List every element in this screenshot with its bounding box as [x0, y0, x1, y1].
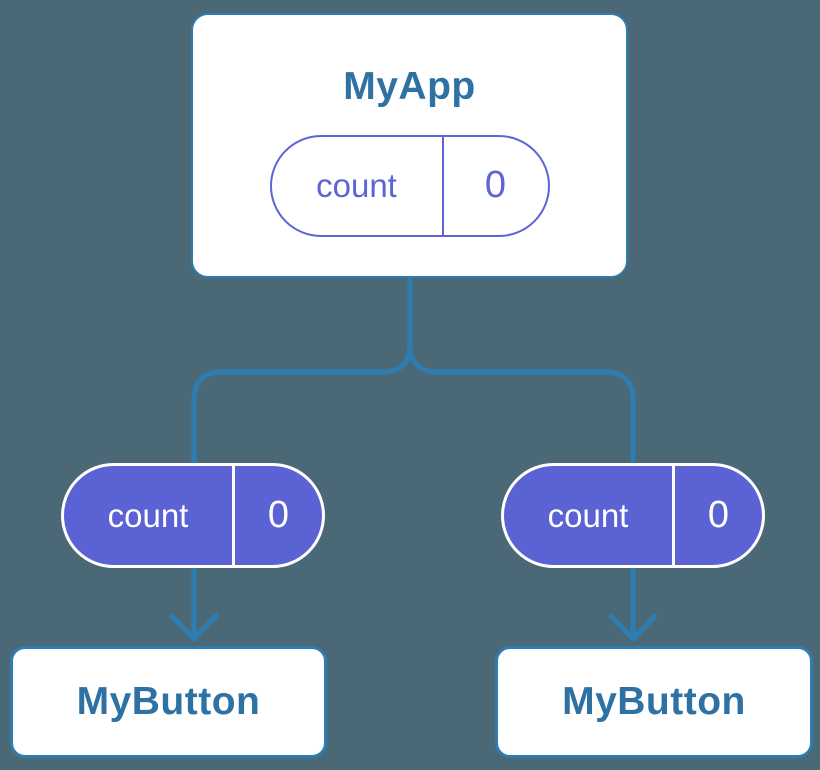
prop-pill-left-value: 0 [232, 466, 322, 565]
node-mybutton-right: MyButton [495, 646, 813, 758]
arrowhead-right-icon [608, 613, 658, 642]
state-pill-name: count [316, 166, 397, 204]
state-pill-myapp: count 0 [269, 134, 550, 237]
node-mybutton-left-title: MyButton [76, 680, 261, 723]
prop-pill-left-name: count [107, 496, 189, 534]
node-myapp-title: MyApp [343, 64, 476, 108]
arrowhead-left-icon [169, 613, 219, 642]
state-pill-value: 0 [441, 136, 548, 235]
node-myapp: MyApp count 0 [191, 13, 628, 278]
node-mybutton-right-title: MyButton [562, 680, 746, 723]
prop-pill-right-name: count [547, 496, 629, 534]
connector-left-branch [191, 275, 413, 469]
prop-pill-left: count 0 [61, 463, 325, 568]
prop-pill-right-value: 0 [672, 466, 762, 565]
connector-right-branch [407, 275, 636, 469]
node-mybutton-left: MyButton [10, 646, 327, 758]
prop-pill-right: count 0 [501, 463, 765, 568]
